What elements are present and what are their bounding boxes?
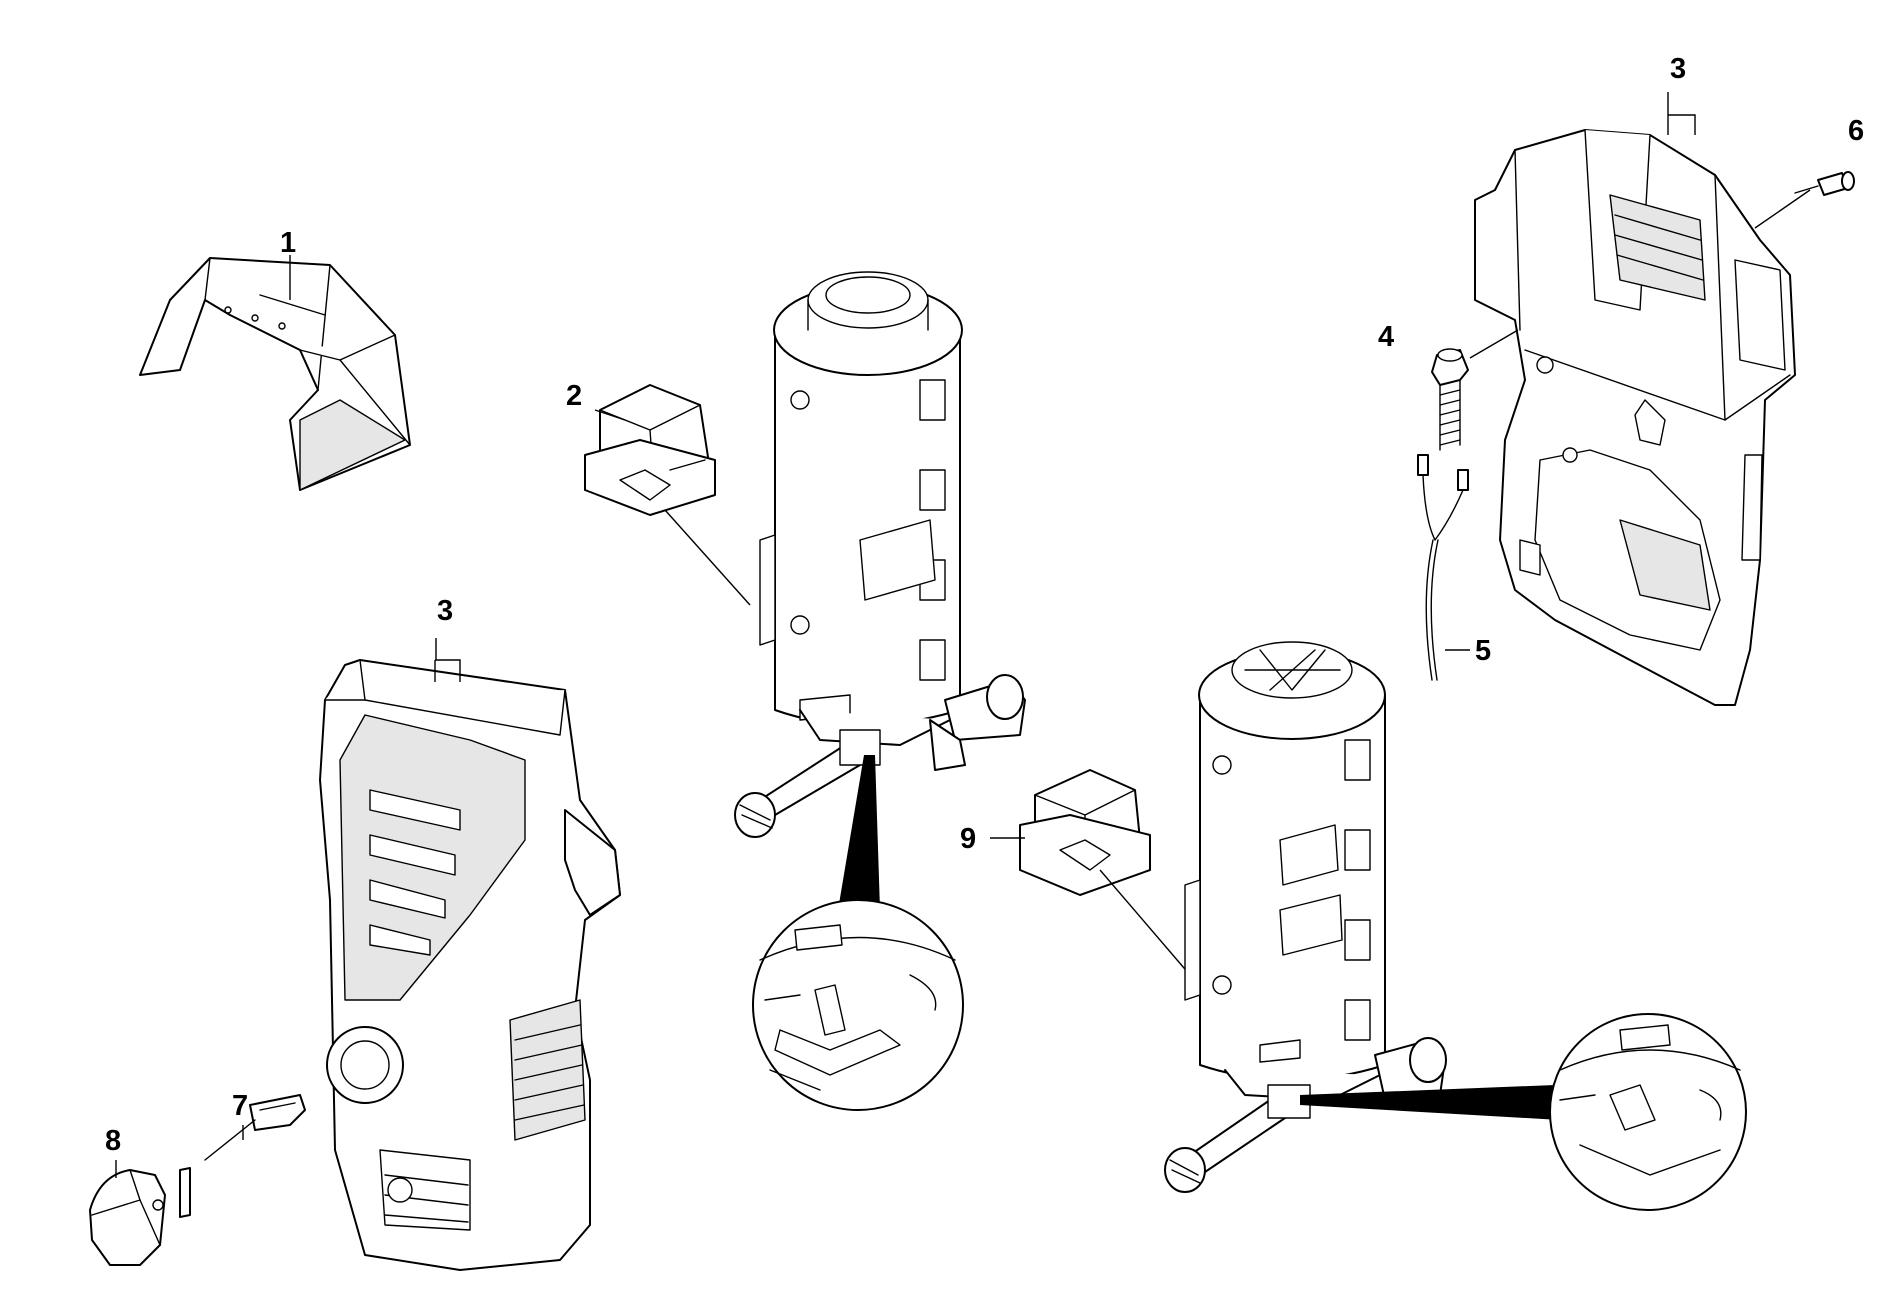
callout-5: 5 [1475,635,1491,667]
callout-2: 2 [566,380,582,412]
callout-9: 9 [960,823,976,855]
leader-switch-lower [1099,869,1191,976]
callout-8: 8 [105,1125,121,1157]
callout-4: 4 [1378,321,1394,353]
part-handle [139,257,411,491]
callout-3-rear: 3 [1670,53,1686,85]
part-screw [1794,171,1855,196]
callout-6: 6 [1848,115,1864,147]
callout-3-front: 3 [437,595,453,627]
part-switch-lower [1019,769,1151,896]
part-front-housing [319,659,621,1271]
leader-screw [1754,189,1811,229]
part-cable [1417,454,1469,681]
part-switch-upper [584,384,716,516]
part-clip [179,1094,306,1218]
zoom-detail-lower [1549,1013,1747,1211]
part-motor-pump-upper [734,271,1026,838]
part-rear-housing [1474,129,1796,706]
callout-7: 7 [232,1090,248,1122]
part-motor-pump-lower [1164,641,1447,1193]
bracket-housing-front [434,638,461,682]
part-spring-bolt [1431,348,1469,451]
part-knob [89,1169,166,1266]
leader-switch-upper [664,509,751,606]
leader-switch-2-label [594,409,626,421]
zoom-beam-lower [1300,1085,1560,1120]
callout-1: 1 [280,227,296,259]
zoom-beam-upper [838,755,880,910]
zoom-detail-upper [752,899,964,1111]
bracket-housing-rear [1667,92,1696,135]
leader-spring-bolt [1469,329,1519,359]
